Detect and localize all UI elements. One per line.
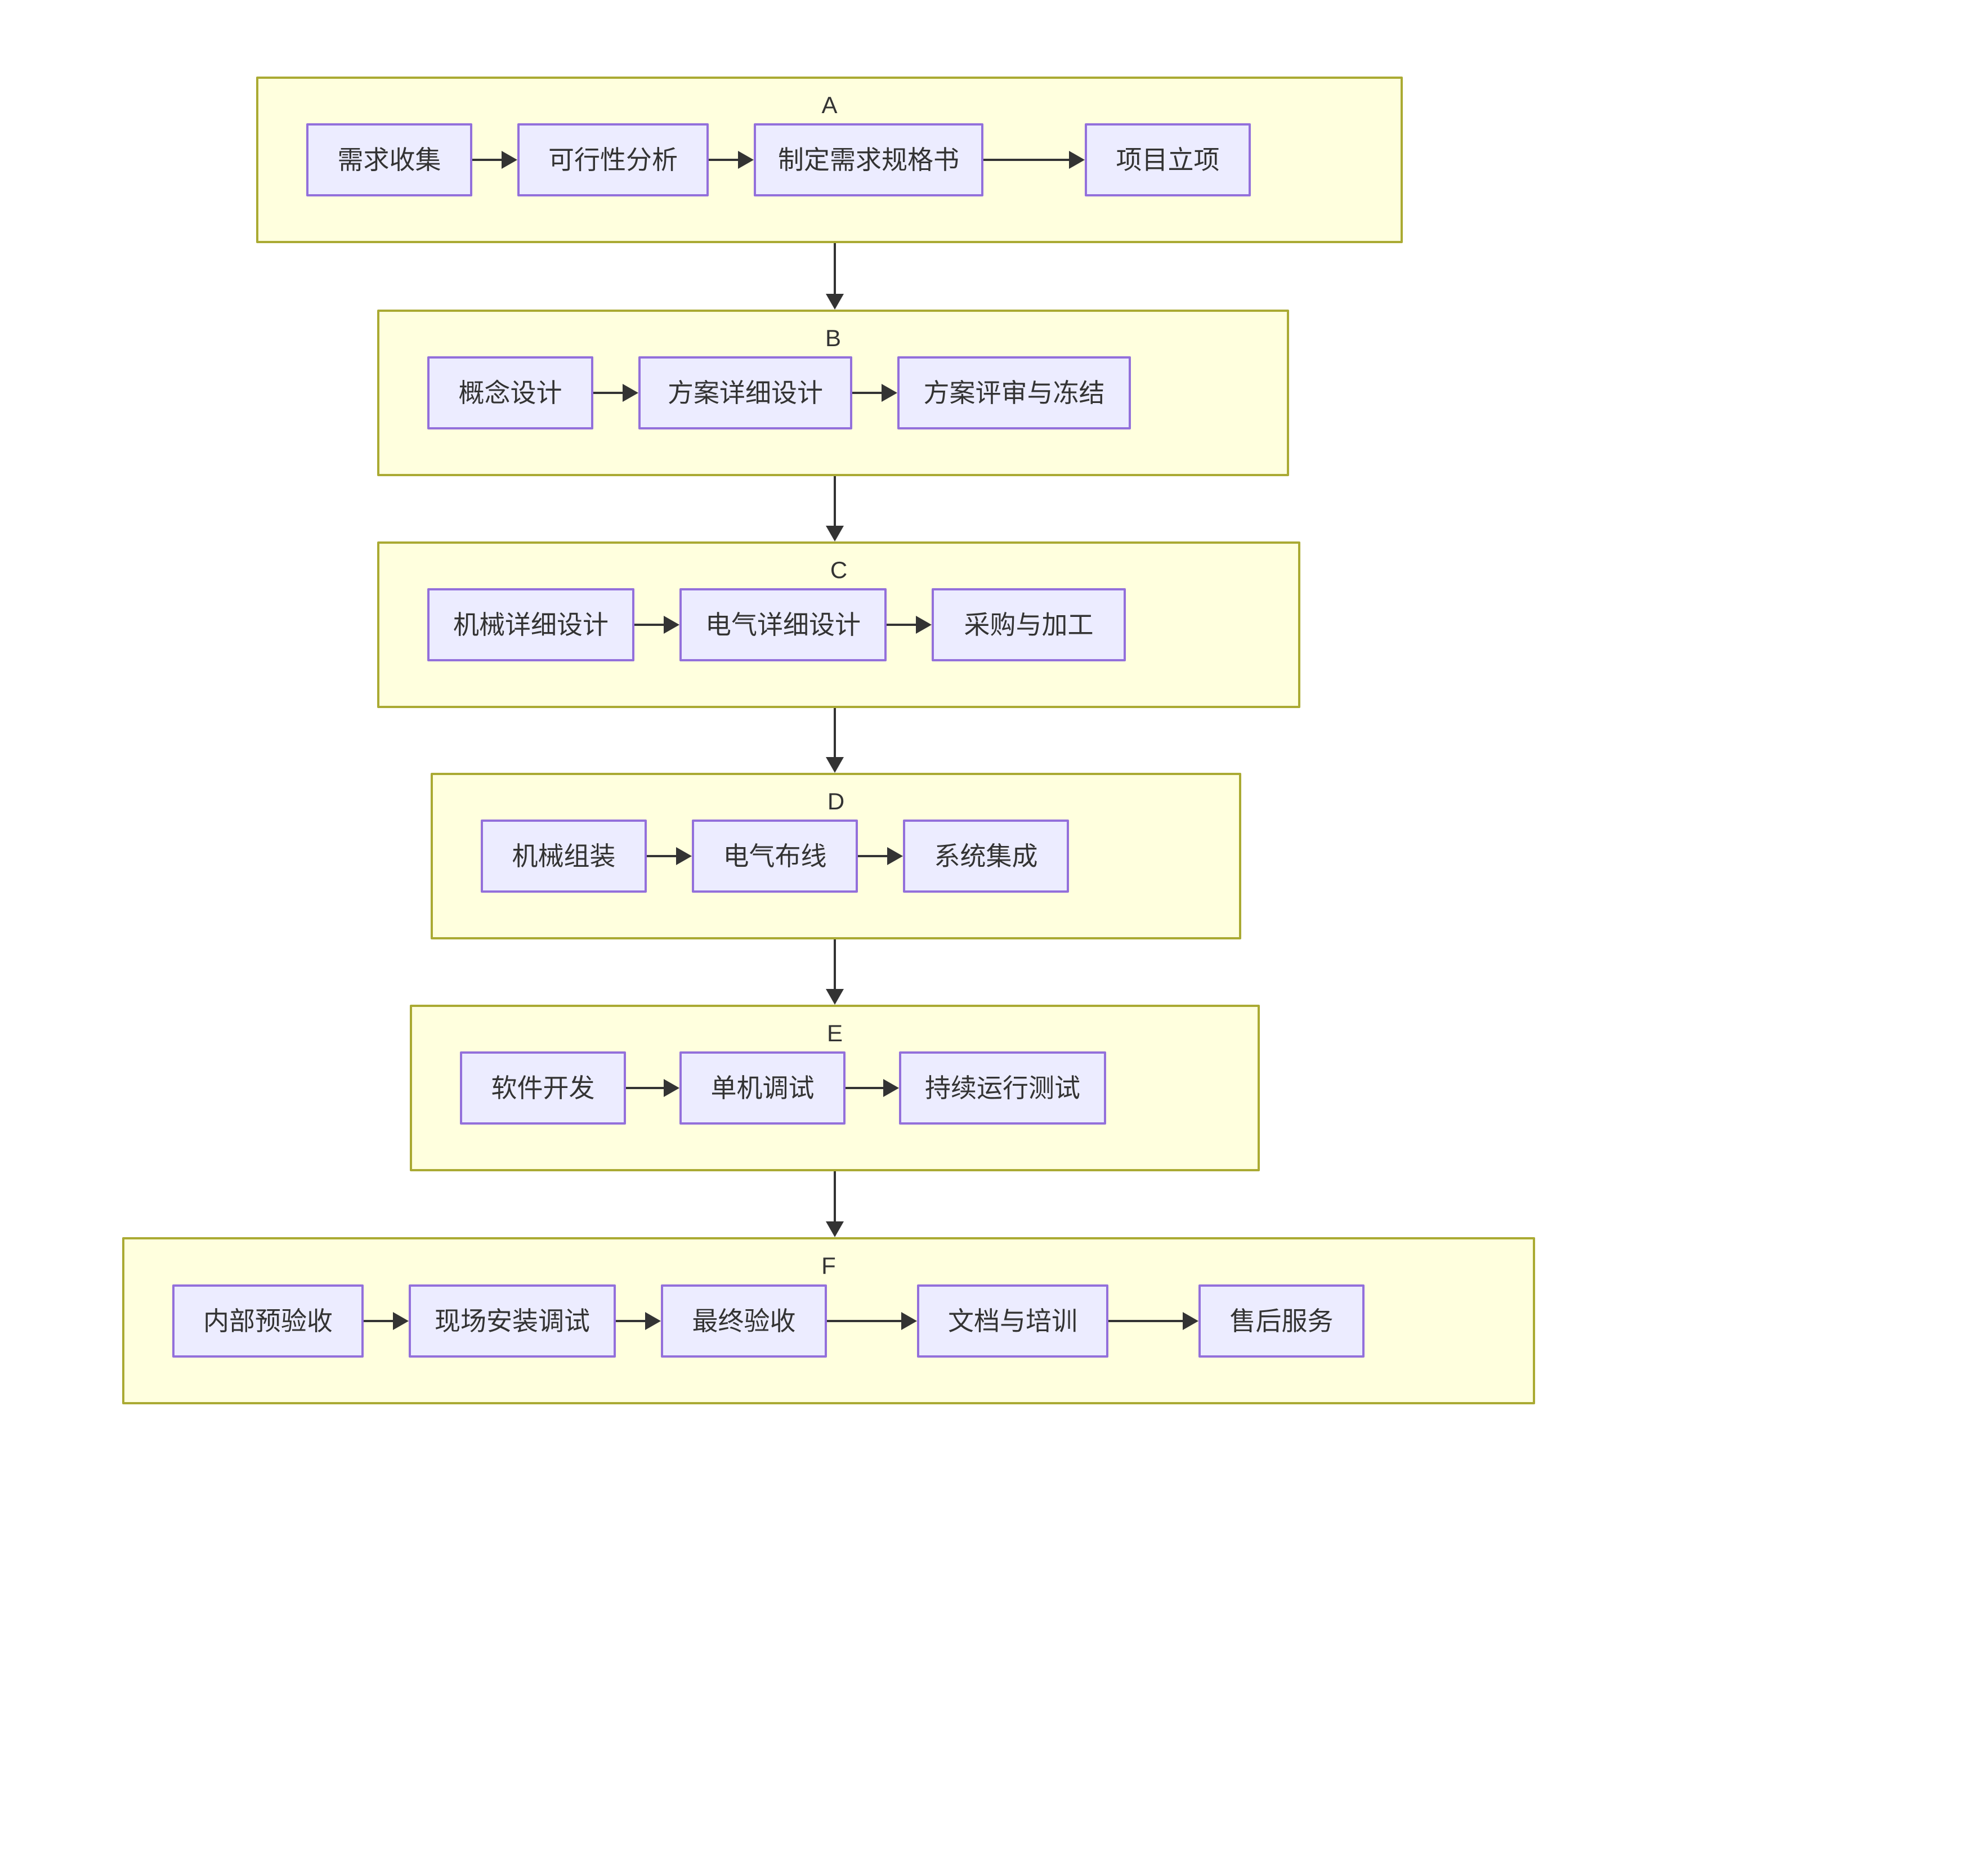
edge-shaft bbox=[834, 939, 836, 990]
edge-f4-f5 bbox=[1108, 1311, 1198, 1330]
edge-e1-e2 bbox=[626, 1079, 679, 1097]
node-f1[interactable]: 内部预验收 bbox=[172, 1284, 364, 1358]
node-f2[interactable]: 现场安装调试 bbox=[409, 1284, 616, 1358]
arrowhead-icon bbox=[826, 1221, 844, 1237]
node-f3[interactable]: 最终验收 bbox=[661, 1284, 827, 1358]
cluster-f-label: F bbox=[821, 1252, 836, 1279]
node-c2[interactable]: 电气详细设计 bbox=[679, 588, 887, 661]
cluster-a-node-row: 需求收集 可行性分析 制定需求规格书 项目立项 bbox=[258, 79, 1448, 241]
node-a1[interactable]: 需求收集 bbox=[306, 123, 472, 196]
node-b2[interactable]: 方案详细设计 bbox=[638, 356, 852, 429]
edge-shaft bbox=[647, 855, 677, 857]
edge-shaft bbox=[858, 855, 888, 857]
edge-c2-c3 bbox=[887, 616, 932, 634]
cluster-d-node-row: 机械组装 电气布线 系统集成 bbox=[433, 775, 1287, 937]
edge-b2-b3 bbox=[852, 384, 897, 402]
arrowhead-icon bbox=[826, 526, 844, 541]
node-d1[interactable]: 机械组装 bbox=[481, 820, 647, 893]
edge-shaft bbox=[472, 159, 503, 161]
cluster-e-node-row: 软件开发 单机调试 持续运行测试 bbox=[412, 1007, 1305, 1169]
edge-e2-e3 bbox=[846, 1079, 899, 1097]
edge-shaft bbox=[887, 624, 917, 626]
node-d3[interactable]: 系统集成 bbox=[903, 820, 1069, 893]
edge-shaft bbox=[709, 159, 739, 161]
edge-cluster-b-to-c bbox=[825, 476, 844, 541]
edge-d2-d3 bbox=[858, 847, 903, 865]
edge-shaft bbox=[834, 243, 836, 295]
edge-a2-a3 bbox=[709, 151, 754, 169]
arrowhead-icon bbox=[738, 151, 754, 169]
cluster-c-node-row: 机械详细设计 电气详细设计 采购与加工 bbox=[379, 544, 1346, 706]
cluster-f-node-row: 内部预验收 现场安装调试 最终验收 文档与培训 售后服务 bbox=[124, 1239, 1581, 1402]
edge-shaft bbox=[616, 1319, 646, 1322]
arrowhead-icon bbox=[901, 1311, 917, 1330]
node-a4[interactable]: 项目立项 bbox=[1085, 123, 1251, 196]
node-e2[interactable]: 单机调试 bbox=[679, 1051, 846, 1125]
cluster-a[interactable]: A 需求收集 可行性分析 制定需求规格书 项目立项 bbox=[256, 77, 1403, 243]
edge-shaft bbox=[834, 708, 836, 758]
arrowhead-icon bbox=[1183, 1311, 1198, 1330]
edge-cluster-a-to-b bbox=[825, 243, 844, 310]
arrowhead-icon bbox=[887, 847, 903, 865]
arrowhead-icon bbox=[916, 616, 932, 634]
cluster-d[interactable]: D 机械组装 电气布线 系统集成 bbox=[431, 773, 1241, 939]
cluster-c[interactable]: C 机械详细设计 电气详细设计 采购与加工 bbox=[377, 541, 1300, 708]
edge-cluster-c-to-d bbox=[825, 708, 844, 773]
edge-shaft bbox=[852, 392, 883, 394]
arrowhead-icon bbox=[826, 294, 844, 310]
cluster-b-node-row: 概念设计 方案详细设计 方案评审与冻结 bbox=[379, 312, 1335, 474]
node-d2[interactable]: 电气布线 bbox=[692, 820, 858, 893]
arrowhead-icon bbox=[664, 1079, 679, 1097]
node-e3[interactable]: 持续运行测试 bbox=[899, 1051, 1106, 1125]
node-b1[interactable]: 概念设计 bbox=[427, 356, 593, 429]
arrowhead-icon bbox=[502, 151, 517, 169]
cluster-f[interactable]: F 内部预验收 现场安装调试 最终验收 文档与培训 售后服务 bbox=[122, 1237, 1535, 1404]
edge-f2-f3 bbox=[616, 1311, 661, 1330]
arrowhead-icon bbox=[393, 1311, 409, 1330]
edge-shaft bbox=[626, 1087, 665, 1089]
arrowhead-icon bbox=[882, 384, 897, 402]
edge-cluster-e-to-f bbox=[825, 1171, 844, 1237]
edge-shaft bbox=[593, 392, 624, 394]
node-c3[interactable]: 采购与加工 bbox=[932, 588, 1126, 661]
edge-shaft bbox=[834, 476, 836, 527]
node-f4[interactable]: 文档与培训 bbox=[917, 1284, 1108, 1358]
node-b3[interactable]: 方案评审与冻结 bbox=[897, 356, 1131, 429]
cluster-b[interactable]: B 概念设计 方案详细设计 方案评审与冻结 bbox=[377, 310, 1289, 476]
edge-cluster-d-to-e bbox=[825, 939, 844, 1005]
cluster-d-label: D bbox=[827, 788, 845, 814]
edge-b1-b2 bbox=[593, 384, 638, 402]
arrowhead-icon bbox=[623, 384, 638, 402]
edge-shaft bbox=[634, 624, 665, 626]
node-a2[interactable]: 可行性分析 bbox=[517, 123, 709, 196]
node-e1[interactable]: 软件开发 bbox=[460, 1051, 626, 1125]
arrowhead-icon bbox=[826, 989, 844, 1005]
edge-shaft bbox=[1108, 1319, 1184, 1322]
edge-shaft bbox=[827, 1319, 902, 1322]
arrowhead-icon bbox=[664, 616, 679, 634]
edge-shaft bbox=[834, 1171, 836, 1223]
edge-f3-f4 bbox=[827, 1311, 917, 1330]
edge-shaft bbox=[846, 1087, 884, 1089]
edge-a1-a2 bbox=[472, 151, 517, 169]
cluster-e-label: E bbox=[826, 1020, 843, 1046]
arrowhead-icon bbox=[883, 1079, 899, 1097]
edge-f1-f2 bbox=[364, 1311, 409, 1330]
node-a3[interactable]: 制定需求规格书 bbox=[754, 123, 983, 196]
node-c1[interactable]: 机械详细设计 bbox=[427, 588, 634, 661]
arrowhead-icon bbox=[826, 757, 844, 773]
edge-shaft bbox=[983, 159, 1070, 161]
cluster-e[interactable]: E 软件开发 单机调试 持续运行测试 bbox=[410, 1005, 1260, 1171]
cluster-a-label: A bbox=[821, 92, 838, 118]
arrowhead-icon bbox=[645, 1311, 661, 1330]
cluster-b-label: B bbox=[825, 325, 841, 351]
edge-shaft bbox=[364, 1319, 394, 1322]
node-f5[interactable]: 售后服务 bbox=[1198, 1284, 1365, 1358]
edge-a3-a4 bbox=[983, 151, 1085, 169]
edge-d1-d2 bbox=[647, 847, 692, 865]
edge-c1-c2 bbox=[634, 616, 679, 634]
arrowhead-icon bbox=[676, 847, 692, 865]
cluster-c-label: C bbox=[830, 557, 848, 583]
arrowhead-icon bbox=[1069, 151, 1085, 169]
